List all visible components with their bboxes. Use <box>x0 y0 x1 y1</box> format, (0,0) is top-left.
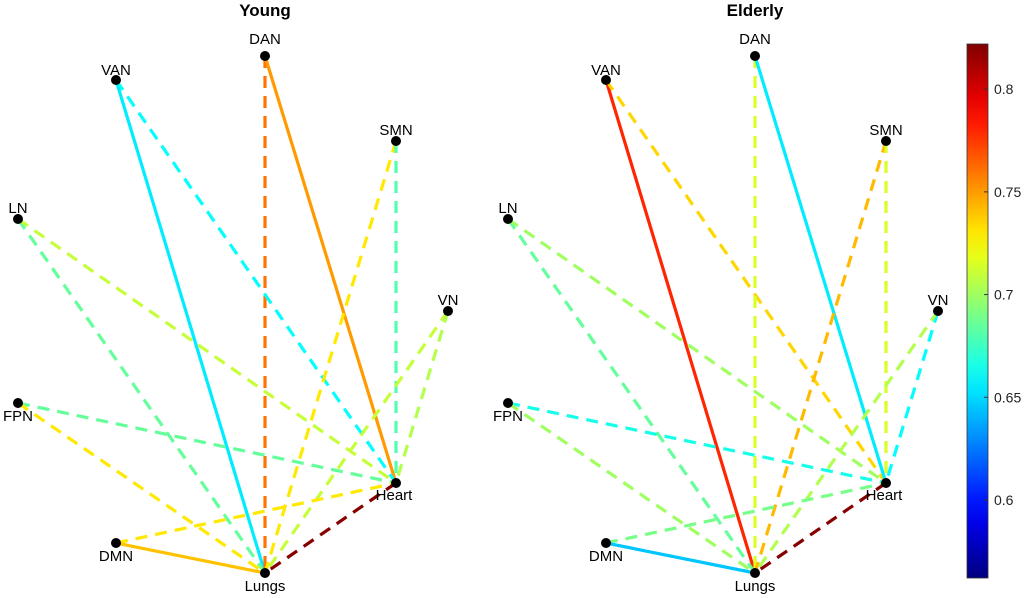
edge-van-lungs <box>604 79 757 574</box>
node-vn <box>933 306 943 316</box>
edge-vn-lungs <box>753 310 940 574</box>
node-label: VAN <box>101 62 131 79</box>
edge-vn-heart <box>394 310 450 484</box>
node-dan <box>260 51 270 61</box>
node-label: Lungs <box>735 578 776 595</box>
node-dmn <box>601 538 611 548</box>
node-lungs <box>260 568 270 578</box>
node-label: FPN <box>3 408 33 425</box>
panel-title: Young <box>239 1 291 20</box>
colorbar-tick-label: 0.7 <box>994 287 1014 303</box>
node-label: VN <box>928 292 949 309</box>
node-label: SMN <box>869 122 902 139</box>
node-heart <box>881 478 891 488</box>
node-van <box>111 75 121 85</box>
node-smn <box>391 136 401 146</box>
edge-van-heart <box>114 79 398 484</box>
edge-ln-heart <box>507 217 887 485</box>
node-label: VN <box>438 292 459 309</box>
edge-dmn-heart <box>115 481 397 545</box>
colorbar-tick-label: 0.75 <box>994 184 1021 200</box>
colorbar-tick-label: 0.8 <box>994 81 1014 97</box>
edge-vn-lungs <box>263 310 450 574</box>
edge-fpn-heart <box>17 401 397 485</box>
node-ln <box>13 214 23 224</box>
node-ln <box>503 214 513 224</box>
node-vn <box>443 306 453 316</box>
edge-ln-lungs <box>16 218 267 574</box>
node-label: Lungs <box>245 578 286 595</box>
node-dmn <box>111 538 121 548</box>
edge-dan-heart <box>753 55 888 484</box>
edge-dmn-lungs <box>115 541 266 575</box>
node-dan <box>750 51 760 61</box>
node-label: LN <box>8 200 27 217</box>
node-label: VAN <box>591 62 621 79</box>
edge-ln-heart <box>17 217 397 485</box>
edge-vn-heart <box>884 310 940 484</box>
edge-dan-heart <box>263 55 398 484</box>
colorbar-tick-label: 0.6 <box>994 492 1014 508</box>
node-label: SMN <box>379 122 412 139</box>
node-smn <box>881 136 891 146</box>
node-label: DAN <box>249 31 281 48</box>
edge-dmn-lungs <box>605 541 756 575</box>
edge-ln-lungs <box>506 218 757 574</box>
node-label: DMN <box>589 548 623 565</box>
edge-fpn-lungs <box>507 401 756 575</box>
edge-smn-lungs <box>753 140 888 574</box>
node-heart <box>391 478 401 488</box>
edge-van-heart <box>604 79 888 484</box>
edge-heart-lungs <box>754 481 887 575</box>
node-label: DMN <box>99 548 133 565</box>
colorbar: 0.6 0.65 0.7 0.75 0.8 <box>966 43 1021 579</box>
node-van <box>601 75 611 85</box>
node-lungs <box>750 568 760 578</box>
edge-van-lungs <box>114 79 267 574</box>
node-label: LN <box>498 200 517 217</box>
edge-fpn-lungs <box>17 401 266 575</box>
node-label: Heart <box>376 487 414 504</box>
panel-title: Elderly <box>727 1 784 20</box>
node-fpn <box>503 398 513 408</box>
edge-heart-lungs <box>264 481 397 575</box>
edge-fpn-heart <box>507 401 887 485</box>
node-label: FPN <box>493 408 523 425</box>
node-label: DAN <box>739 31 771 48</box>
colorbar-gradient <box>966 43 989 579</box>
node-fpn <box>13 398 23 408</box>
node-label: Heart <box>866 487 904 504</box>
edge-dmn-heart <box>605 481 887 545</box>
edge-smn-lungs <box>263 140 398 574</box>
colorbar-tick-label: 0.65 <box>994 389 1021 405</box>
